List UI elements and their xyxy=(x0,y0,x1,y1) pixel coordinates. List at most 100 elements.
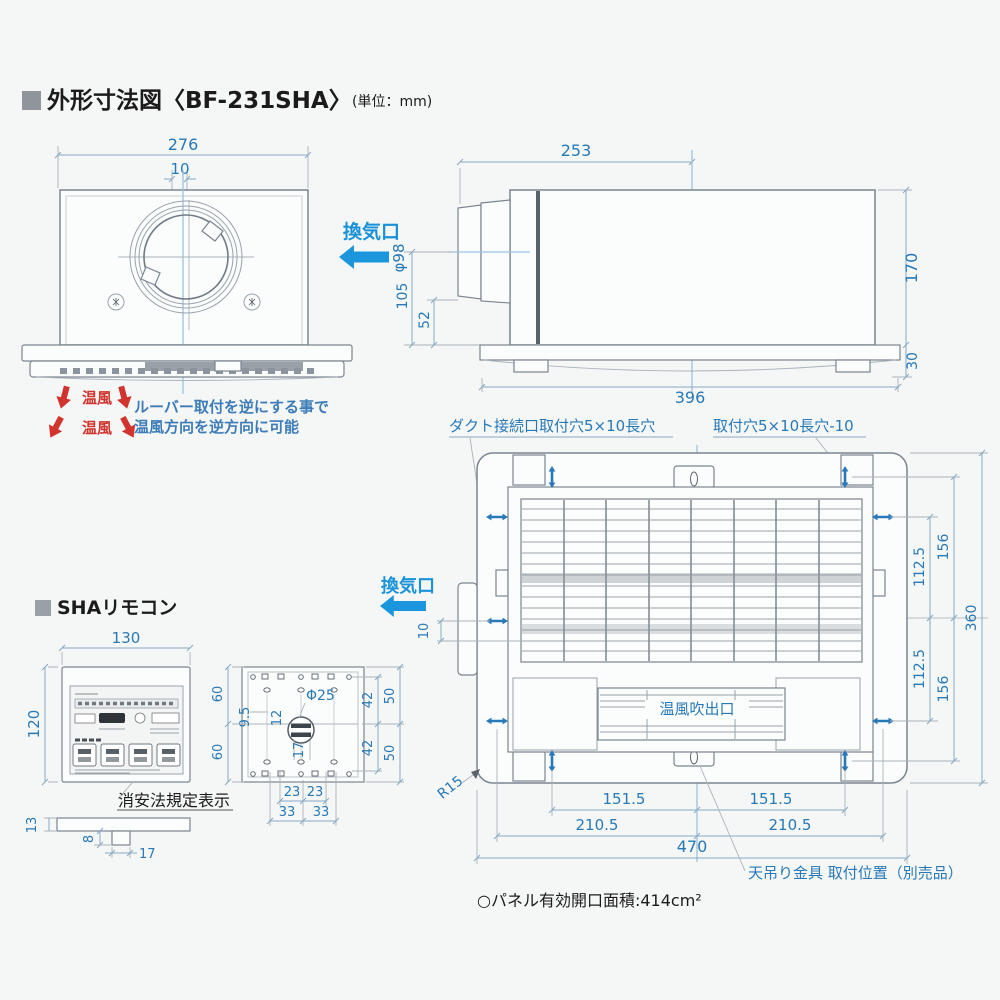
dim-30: 30 xyxy=(905,352,921,370)
remote-display xyxy=(74,698,179,709)
law-label: 消安法規定表示 xyxy=(118,791,230,810)
dim-13: 13 xyxy=(25,817,40,834)
title-square-icon xyxy=(22,91,41,110)
dim-12: 12 xyxy=(270,710,285,727)
dim-170: 170 xyxy=(902,253,921,284)
remote-button xyxy=(72,743,97,767)
dim-8: 8 xyxy=(82,835,97,843)
vent-arrow-icon xyxy=(380,594,426,618)
warm-air-arrow-icon xyxy=(113,384,135,411)
dim-156-bottom: 156 xyxy=(936,676,952,703)
dim-50-bottom: 50 xyxy=(383,745,398,762)
remote-title-square-icon xyxy=(35,600,51,616)
vent-callout-plan: 換気口 10 xyxy=(380,575,520,645)
vent-diameter: φ98 xyxy=(390,244,408,273)
louver-panel xyxy=(21,344,353,381)
warm-air-arrow-icon xyxy=(43,413,68,442)
remote-profile-plate xyxy=(56,817,191,832)
dim-112-bottom: 112.5 xyxy=(912,649,928,689)
dim-470: 470 xyxy=(677,837,708,856)
dim-253: 253 xyxy=(561,141,592,160)
page-title: 外形寸法図〈BF-231SHA〉 (単位：mm) xyxy=(22,87,432,114)
vent-label: 換気口 xyxy=(343,220,400,243)
dim-50-top: 50 xyxy=(383,688,398,705)
remote-mode-buttons xyxy=(72,743,181,767)
bracket-label: 天吊り金具 取付位置（別売品） xyxy=(748,864,963,882)
duct-spigot xyxy=(448,199,530,304)
dim-120: 120 xyxy=(25,710,43,739)
warm-air-label-2: 温風 xyxy=(82,419,112,437)
title-unit: (単位：mm) xyxy=(352,94,432,110)
bracket-callout: 天吊り金具 取付位置（別売品） xyxy=(699,765,963,882)
warm-air-arrows: 温風 温風 xyxy=(43,384,141,442)
screw-left xyxy=(107,293,125,311)
hole-diameter: Φ25 xyxy=(306,688,335,704)
warm-air-outlet: 温風吹出口 xyxy=(597,687,786,741)
dim-42-bottom: 42 xyxy=(361,740,376,757)
remote-section: SHAリモコン 130 120 消安法 xyxy=(25,597,404,862)
dim-105: 105 xyxy=(395,283,411,310)
dim-33-right: 33 xyxy=(313,805,330,820)
duct-opening-circle xyxy=(129,200,243,314)
dim-151-left: 151.5 xyxy=(603,790,646,808)
remote-power-button xyxy=(99,713,125,723)
corner-tab xyxy=(840,750,874,782)
outlet-label: 温風吹出口 xyxy=(659,700,734,718)
dim-23-left: 23 xyxy=(284,785,301,800)
remote-dial xyxy=(134,712,146,724)
remote-profile-view: 13 8 17 xyxy=(25,817,191,862)
law-callout: 消安法規定表示 xyxy=(117,782,233,811)
remote-title: SHAリモコン xyxy=(57,597,177,619)
front-view: 276 10 温風 温風 ルーバー取付を逆にする事で xyxy=(21,135,408,442)
corner-tab xyxy=(512,454,546,486)
remote-button xyxy=(100,743,125,767)
intake-grille xyxy=(520,498,863,663)
screw-right xyxy=(243,293,261,311)
dim-360: 360 xyxy=(964,605,980,632)
dim-42-top: 42 xyxy=(361,692,376,709)
mounting-holes xyxy=(250,673,352,777)
duct-holes-label: ダクト接続口取付穴5×10長穴 xyxy=(449,417,655,435)
wire-hole xyxy=(287,716,315,744)
dim-210-right: 210.5 xyxy=(769,816,812,834)
plan-view: ダクト接続口取付穴5×10長穴 取付穴5×10長穴-10 温風吹出口 xyxy=(380,417,988,910)
dim-130: 130 xyxy=(112,629,141,647)
side-tab-right xyxy=(872,569,886,597)
corner-radius-callout: R15 xyxy=(435,769,480,803)
panel-area-note: ○パネル有効開口面積:414cm² xyxy=(477,891,702,910)
dim-396: 396 xyxy=(675,388,706,407)
side-view: 253 170 30 396 105 52 xyxy=(395,141,921,407)
vent-label: 換気口 xyxy=(381,575,435,597)
corner-tab xyxy=(512,750,546,782)
bottom-left-section xyxy=(512,677,598,751)
bottom-dimensions: 151.5 151.5 210.5 210.5 470 xyxy=(473,729,911,864)
duct-connection-box xyxy=(457,582,478,676)
flange-side xyxy=(479,344,901,373)
remote-back-view: Φ25 9.5 12 17 60 60 42 42 50 50 23 23 33… xyxy=(211,663,404,826)
dim-23-right: 23 xyxy=(307,785,324,800)
corner-radius: R15 xyxy=(435,773,467,803)
unit-body-front xyxy=(59,189,309,346)
title-text: 外形寸法図〈BF-231SHA〉 xyxy=(47,87,352,114)
vent-callout-front: 換気口 φ98 xyxy=(339,220,408,272)
dim-9-5: 9.5 xyxy=(238,707,253,728)
warm-air-arrow-icon xyxy=(53,384,75,411)
dim-60-bottom: 60 xyxy=(211,744,226,761)
dim-112-top: 112.5 xyxy=(912,547,928,587)
dim-vent-offset: 10 xyxy=(417,623,432,640)
mount-holes-label: 取付穴5×10長穴-10 xyxy=(713,417,854,435)
dim-17-back: 17 xyxy=(292,742,307,759)
louver-note-line2: 温風方向を逆方向に可能 xyxy=(134,418,299,436)
dim-17-boss: 17 xyxy=(139,847,156,862)
dim-60-top: 60 xyxy=(211,686,226,703)
louver-note-line1: ルーバー取付を逆にする事で xyxy=(134,398,329,416)
right-dimensions: 112.5 112.5 156 156 360 xyxy=(852,449,988,787)
unit-body-side xyxy=(509,189,876,346)
remote-button xyxy=(156,743,181,767)
dim-210-left: 210.5 xyxy=(576,816,619,834)
dim-276: 276 xyxy=(168,135,199,154)
dim-10: 10 xyxy=(170,160,189,178)
dim-151-right: 151.5 xyxy=(750,790,793,808)
